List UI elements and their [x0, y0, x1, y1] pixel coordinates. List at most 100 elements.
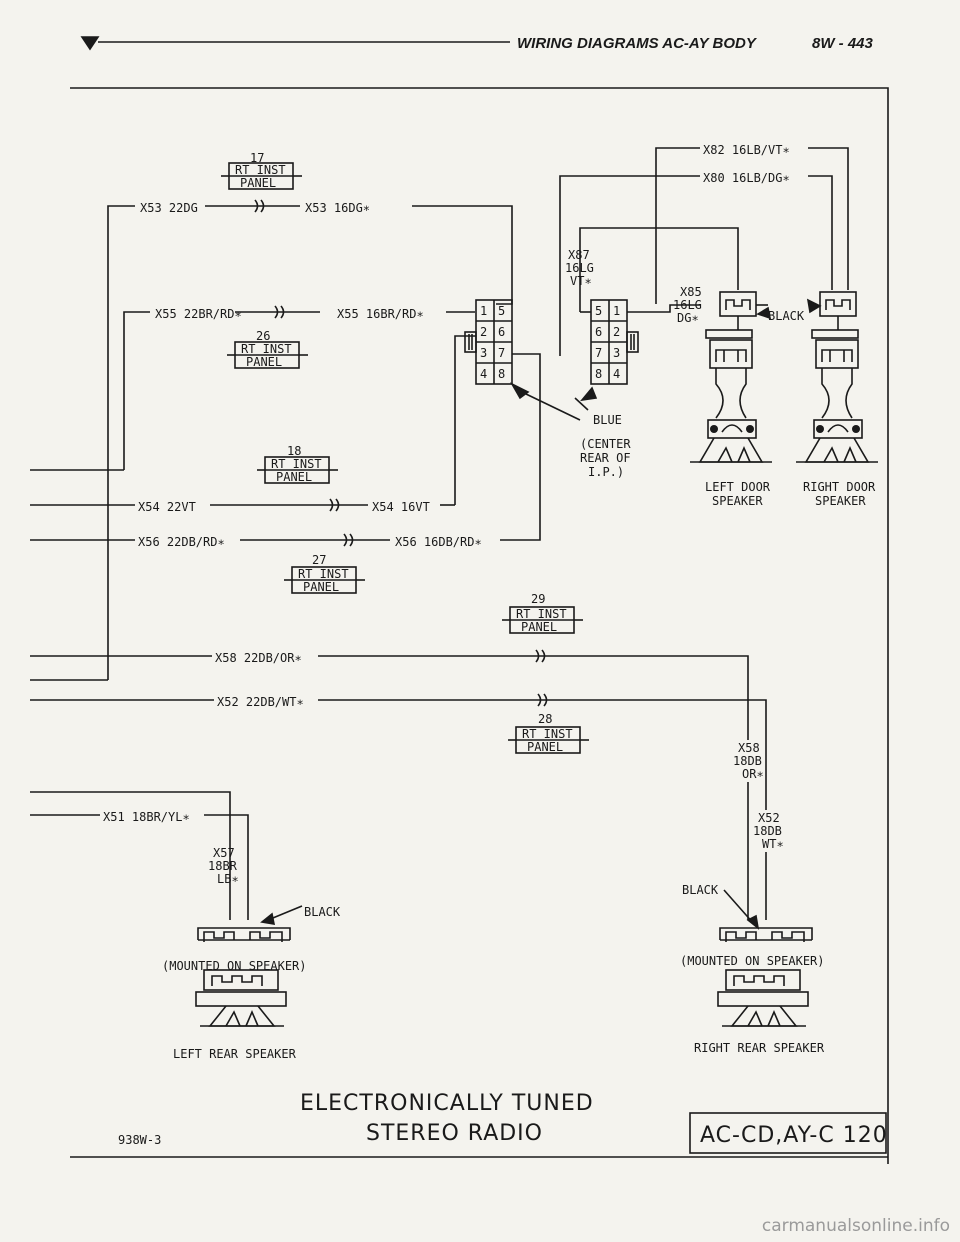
right-rear-speaker-symbol — [717, 927, 813, 1027]
svg-text:RT INST: RT INST — [298, 567, 349, 581]
label-black-3: BLACK — [682, 883, 719, 897]
label-mounted-left: (MOUNTED ON SPEAKER) — [162, 959, 307, 973]
wire-x54a-label: X54 22VT — [138, 500, 196, 514]
wire-x87-label-3: VT∗ — [570, 274, 592, 288]
label-black-1: BLACK — [768, 309, 805, 323]
svg-text:RT INST: RT INST — [516, 607, 567, 621]
splice-26-number: 26 — [256, 329, 270, 343]
svg-text:PANEL: PANEL — [527, 740, 563, 754]
label-right-rear: RIGHT REAR SPEAKER — [694, 1041, 825, 1055]
splice-26-box: RT INST PANEL — [227, 341, 308, 369]
svg-text:PANEL: PANEL — [276, 470, 312, 484]
x54-splice-mark-icon — [329, 498, 340, 512]
splice-18-number: 18 — [287, 444, 301, 458]
svg-text:3: 3 — [480, 346, 487, 360]
black1-arrow-icon — [756, 306, 772, 320]
svg-text:PANEL: PANEL — [303, 580, 339, 594]
splice-28-box: RT INST PANEL — [508, 726, 589, 754]
wire-x53b-label: X53 16DG∗ — [305, 201, 370, 215]
svg-text:1: 1 — [613, 304, 620, 318]
wire-x54-right-run — [454, 335, 476, 505]
wire-x58v-label-3: OR∗ — [742, 767, 764, 781]
x55-splice-mark-icon — [274, 305, 285, 319]
wire-x51-outer — [30, 791, 231, 920]
label-left-rear: LEFT REAR SPEAKER — [173, 1047, 297, 1061]
splice-27-number: 27 — [312, 553, 326, 567]
label-center-3: I.P.) — [588, 465, 624, 479]
svg-text:8: 8 — [498, 367, 505, 381]
svg-text:PANEL: PANEL — [246, 355, 282, 369]
splice-17-box: RT INST PANEL — [221, 162, 302, 190]
header-title: WIRING DIAGRAMS AC-AY BODY — [517, 35, 758, 52]
black2-leader — [267, 905, 303, 921]
header-triangle-icon — [80, 36, 100, 51]
blue-pointer-line — [574, 397, 589, 411]
wire-x55a-label: X55 22BR/RD∗ — [155, 307, 242, 321]
splice-28-number: 28 — [538, 712, 552, 726]
footer-title-1: ELECTRONICALLY TUNED — [300, 1091, 594, 1116]
wire-x52v-label-1: X52 — [758, 811, 780, 825]
footer-code: 938W-3 — [118, 1133, 161, 1147]
label-left-door-2: SPEAKER — [712, 494, 763, 508]
wire-x55-trunk — [123, 311, 150, 470]
wire-x53-to-connector — [412, 205, 513, 305]
svg-text:2: 2 — [480, 325, 487, 339]
svg-text:4: 4 — [480, 367, 487, 381]
black1-right-arrow-icon — [806, 298, 822, 314]
black3-arrow-icon — [746, 914, 760, 930]
blue-arrow-left-icon — [509, 382, 530, 400]
wire-x56a-label: X56 22DB/RD∗ — [138, 535, 225, 549]
wire-x85-label-3: DG∗ — [677, 311, 699, 325]
wire-x56-right-run — [500, 353, 541, 541]
footer-ref: AC-CD,AY-C 120 — [700, 1123, 888, 1148]
x53-splice-mark-icon — [254, 199, 265, 213]
blue-arrow-right-icon — [580, 386, 598, 402]
wire-x87-label-1: X87 — [568, 248, 590, 262]
wire-x82-to-speaker — [808, 147, 849, 290]
watermark: carmanualsonline.info — [761, 1216, 950, 1236]
wire-x52-label: X52 22DB/WT∗ — [217, 695, 304, 709]
svg-text:RT INST: RT INST — [522, 727, 573, 741]
wire-x85-label-2: 16LG — [673, 298, 702, 312]
wire-x85-run — [627, 304, 700, 313]
wire-x57v-label-2: 18BR — [208, 859, 238, 873]
left-rear-speaker-symbol — [195, 927, 291, 1027]
frame-top-right — [70, 87, 889, 1164]
svg-text:7: 7 — [595, 346, 602, 360]
svg-text:PANEL: PANEL — [240, 176, 276, 190]
wire-x82-run — [655, 147, 700, 304]
wire-x58-label: X58 22DB/OR∗ — [215, 651, 302, 665]
header-page: 8W - 443 — [812, 35, 874, 52]
svg-text:8: 8 — [595, 367, 602, 381]
x58-splice-mark-icon — [535, 649, 546, 663]
wire-x51-label: X51 18BR/YL∗ — [103, 810, 190, 824]
footer-ref-box — [689, 1112, 887, 1154]
x56-splice-mark-icon — [343, 533, 354, 547]
svg-text:6: 6 — [595, 325, 602, 339]
splice-17-number: 17 — [250, 151, 264, 165]
svg-text:RT INST: RT INST — [271, 457, 322, 471]
label-mounted-right: (MOUNTED ON SPEAKER) — [680, 954, 825, 968]
label-blue: BLUE — [593, 413, 622, 427]
connector-c2: 5 1 6 2 7 3 8 4 — [590, 299, 639, 385]
left-door-speaker-symbol — [690, 291, 772, 463]
wire-x53a-label: X53 22DG — [140, 201, 198, 215]
label-center-1: (CENTER — [580, 437, 631, 451]
wire-x87-run — [579, 227, 739, 312]
wire-x52-right — [318, 699, 767, 810]
wire-x52v-label-2: 18DB — [753, 824, 782, 838]
label-black-2: BLACK — [304, 905, 341, 919]
wire-x54b-label: X54 16VT — [372, 500, 430, 514]
connector-c1: 1 5 2 6 3 7 4 8 — [464, 299, 513, 385]
svg-text:3: 3 — [613, 346, 620, 360]
wire-x58-right — [318, 655, 749, 740]
wire-x87-label-2: 16LG — [565, 261, 594, 275]
wire-x52v-label-3: WT∗ — [762, 837, 784, 851]
svg-text:5: 5 — [498, 304, 505, 318]
wire-x53-trunk — [107, 205, 135, 680]
svg-text:7: 7 — [498, 346, 505, 360]
label-right-door-2: SPEAKER — [815, 494, 866, 508]
splice-27-box: RT INST PANEL — [284, 566, 365, 594]
wire-x80-run — [559, 175, 700, 356]
